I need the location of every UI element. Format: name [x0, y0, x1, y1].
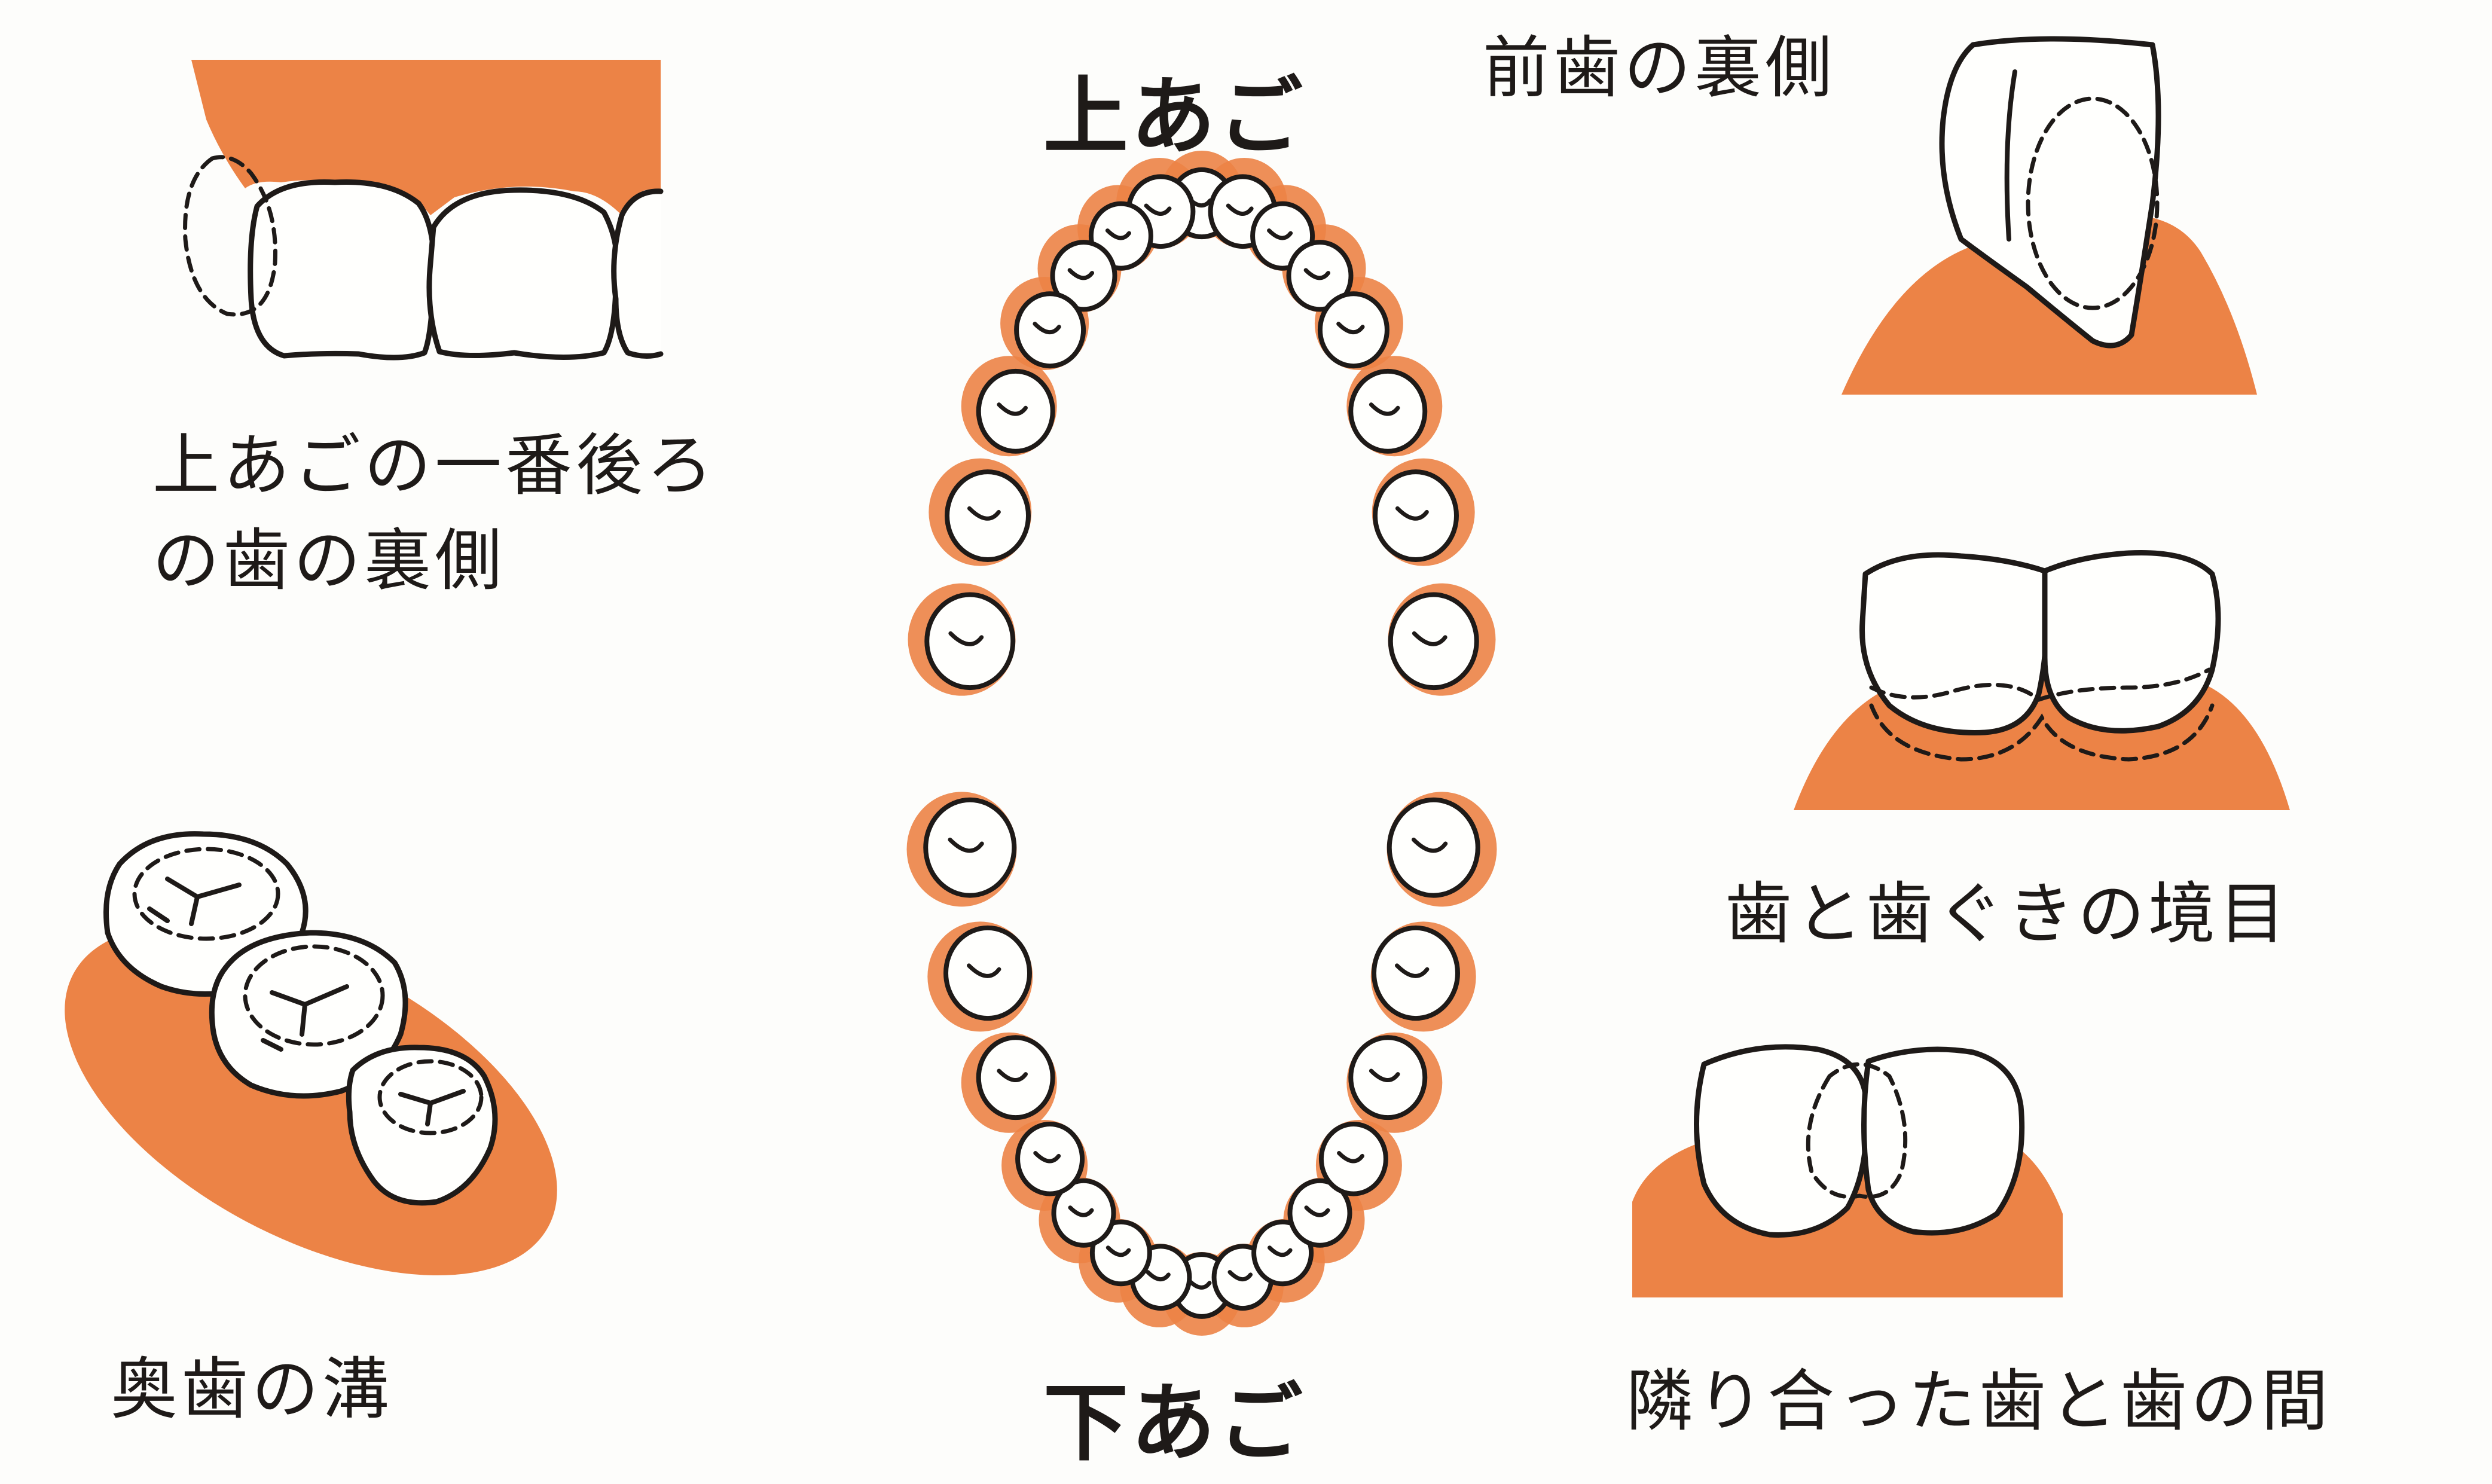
- arch-gums: [907, 151, 1497, 1336]
- molar-tooth-2: [429, 190, 618, 358]
- border-tooth-left: [1862, 555, 2047, 732]
- border-gum-shape: [1794, 676, 2290, 810]
- lower-gum-shape: [9, 853, 613, 1348]
- lower-tooth-12: [1374, 928, 1458, 1018]
- upper-tooth-10: [979, 371, 1053, 451]
- upper-last-tooth-back-label: 上あごの一番後ろの歯の裏側: [152, 419, 738, 609]
- lower-tooth-9: [1018, 1124, 1082, 1194]
- upper-tooth-12: [947, 472, 1028, 560]
- lower-jaw-label: 下あご: [1043, 1363, 1305, 1484]
- tooth-gum-border-illustration: [1794, 552, 2290, 810]
- premolar-crown: [349, 1048, 495, 1203]
- border-tooth-right: [2045, 552, 2218, 731]
- lower-tooth-15: [926, 800, 1014, 896]
- upper-jaw-label: 上あご: [1043, 57, 1305, 178]
- molar-grooves-label: 奥歯の溝: [111, 1342, 393, 1437]
- upper-tooth-9: [1320, 294, 1387, 366]
- upper-last-tooth-illustration: [185, 60, 661, 358]
- between-tooth-left: [1697, 1047, 1867, 1235]
- upper-tooth-15: [1391, 595, 1477, 688]
- lower-tooth-11: [979, 1037, 1053, 1117]
- front-teeth-back-label: 前歯の裏側: [1483, 21, 1836, 116]
- molar-tooth-1: [251, 182, 434, 358]
- lower-tooth-14: [1389, 800, 1478, 896]
- upper-tooth-11: [1351, 371, 1425, 451]
- between-teeth-label: 隣り合った歯と歯の間: [1626, 1354, 2332, 1449]
- molar-tooth-3-partial: [614, 191, 661, 356]
- lower-tooth-8: [1321, 1124, 1386, 1194]
- upper-tooth-14: [927, 595, 1013, 688]
- upper-tooth-13: [1375, 472, 1456, 560]
- tooth-gum-border-label: 歯と歯ぐきの境目: [1725, 867, 2289, 962]
- lower-tooth-13: [946, 928, 1030, 1018]
- front-tooth-back-illustration: [1841, 39, 2257, 395]
- between-teeth-illustration: [1632, 1047, 2063, 1297]
- lower-tooth-10: [1351, 1037, 1425, 1117]
- upper-tooth-8: [1016, 294, 1083, 366]
- molar-grooves-illustration: [9, 834, 613, 1348]
